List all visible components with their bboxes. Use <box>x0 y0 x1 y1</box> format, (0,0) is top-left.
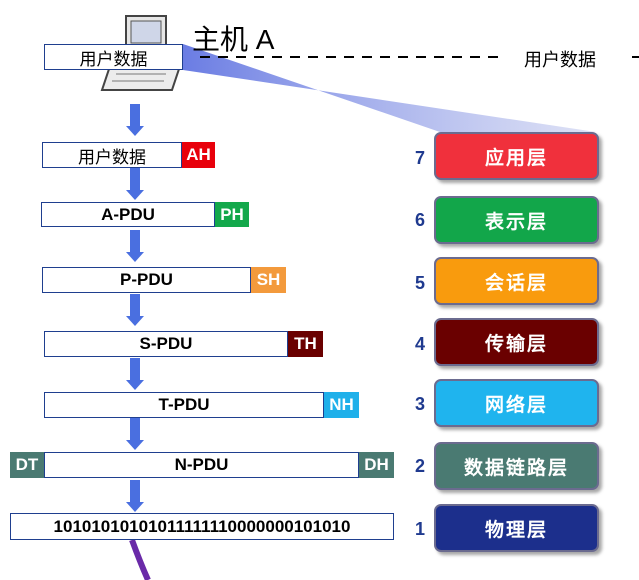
layer-number: 4 <box>414 334 425 354</box>
down-arrow <box>126 358 144 390</box>
pdu-box-t-pdu: T-PDU <box>44 392 324 418</box>
trailer-dt: DT <box>10 452 44 478</box>
layer-number: 6 <box>414 210 425 230</box>
layer-transport: 传输层 <box>434 318 599 366</box>
user-data-box-top: 用户数据 <box>44 44 183 70</box>
layer-physical: 物理层 <box>434 504 599 552</box>
down-arrow <box>126 418 144 450</box>
bitstream-box: 10101010101011111110000000101010 <box>10 513 394 540</box>
layer-application: 应用层 <box>434 132 599 180</box>
layer-network: 网络层 <box>434 379 599 427</box>
layer-number: 2 <box>414 456 425 476</box>
computer-icon <box>100 15 182 91</box>
pdu-box-a-pdu: A-PDU <box>41 202 215 227</box>
layer-session: 会话层 <box>434 257 599 305</box>
header-sh: SH <box>251 267 286 293</box>
header-nh: NH <box>324 392 359 418</box>
host-title: 主机 A <box>192 24 275 55</box>
layer-presentation: 表示层 <box>434 196 599 244</box>
layer-number: 1 <box>414 519 425 539</box>
pdu-box-n-pdu: N-PDU <box>44 452 359 478</box>
down-arrow <box>126 230 144 262</box>
pdu-box-p-pdu: P-PDU <box>42 267 251 293</box>
down-arrow <box>126 168 144 200</box>
layer-number: 7 <box>414 148 425 168</box>
header-ah: AH <box>182 142 215 168</box>
pdu-box-s-pdu: S-PDU <box>44 331 288 357</box>
down-arrow <box>126 294 144 326</box>
header-th: TH <box>288 331 323 357</box>
header-dh: DH <box>359 452 394 478</box>
user-data-peer: 用户数据 <box>524 50 596 70</box>
layer-number: 5 <box>414 273 425 293</box>
down-arrow <box>126 104 144 136</box>
down-arrow <box>126 480 144 512</box>
pdu-box-user-data: 用户数据 <box>42 142 182 168</box>
header-ph: PH <box>215 202 249 227</box>
layer-data-link: 数据链路层 <box>434 442 599 490</box>
layer-number: 3 <box>414 394 425 414</box>
